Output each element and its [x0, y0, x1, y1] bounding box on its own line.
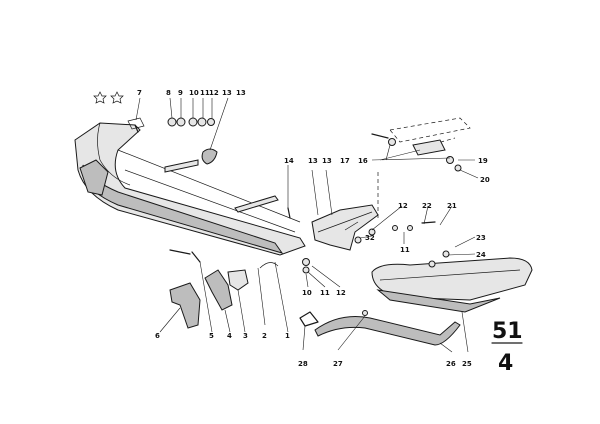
section-sub: 4 [498, 351, 513, 376]
section-main: 51 [492, 319, 523, 344]
callout-5: 5 [209, 332, 214, 340]
leader-lines [135, 97, 479, 353]
callout-2: 2 [262, 332, 267, 340]
callout-32: 32 [365, 234, 375, 242]
washer-stack [127, 117, 215, 130]
callout-1: 1 [285, 332, 290, 340]
callout-10: 10 [189, 89, 199, 97]
callout-3: 3 [243, 332, 248, 340]
bracket-parts [169, 249, 279, 329]
callout-labels: 7 8 9 10 11 12 13 13 14 13 13 12 22 21 1… [137, 89, 490, 368]
callout-23: 23 [476, 234, 486, 242]
rear-bumper-corner [371, 250, 533, 313]
frame-rail [371, 117, 471, 218]
callout-24: 24 [476, 251, 486, 259]
callout-13b: 13 [236, 89, 246, 97]
callout-4: 4 [227, 332, 232, 340]
callout-9: 9 [178, 89, 183, 97]
callout-11b: 11 [400, 246, 410, 254]
callout-19: 19 [478, 157, 488, 165]
section-number: 51 4 [491, 319, 523, 376]
callout-11c: 11 [320, 289, 330, 297]
callout-12: 12 [209, 89, 219, 97]
callout-12c: 12 [336, 289, 346, 297]
callout-14: 14 [284, 157, 294, 165]
bumper-strips [164, 148, 279, 213]
callout-26: 26 [446, 360, 456, 368]
callout-10b: 10 [302, 289, 312, 297]
callout-25: 25 [462, 360, 472, 368]
callout-6: 6 [155, 332, 160, 340]
front-bumper-bar [74, 122, 306, 256]
callout-7: 7 [137, 89, 142, 97]
callout-13a: 13 [222, 89, 232, 97]
callout-16: 16 [358, 157, 368, 165]
callout-27: 27 [333, 360, 343, 368]
callout-13d: 13 [322, 157, 332, 165]
mounting-bracket [287, 204, 436, 274]
star-icons [93, 91, 124, 104]
callout-17: 17 [340, 157, 350, 165]
callout-11: 11 [200, 89, 210, 97]
callout-22: 22 [422, 202, 432, 210]
callout-13c: 13 [308, 157, 318, 165]
callout-20: 20 [480, 176, 490, 184]
callout-28: 28 [298, 360, 308, 368]
callout-8: 8 [166, 89, 171, 97]
callout-12b: 12 [398, 202, 408, 210]
trim-strip [299, 310, 461, 346]
callout-21: 21 [447, 202, 457, 210]
